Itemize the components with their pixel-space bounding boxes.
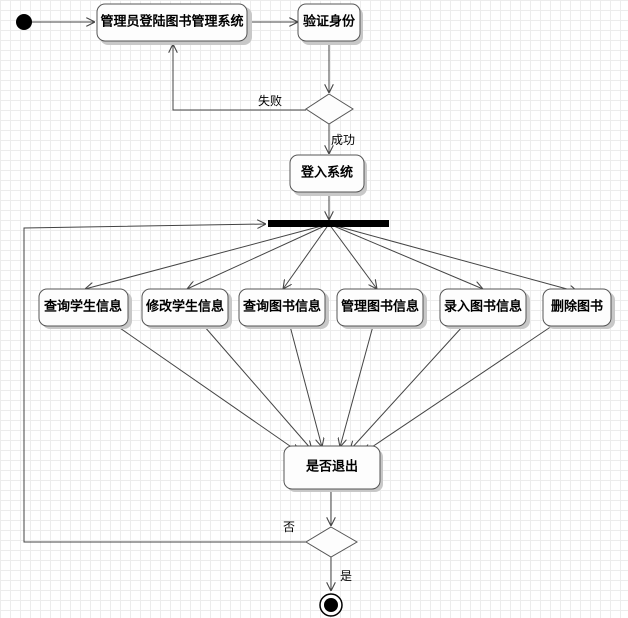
edge-fork-to-input-book bbox=[328, 223, 483, 289]
action-query-student: 查询学生信息 bbox=[38, 288, 132, 329]
action-query-student-label: 查询学生信息 bbox=[43, 299, 122, 315]
edge-fail-loop bbox=[173, 44, 306, 111]
fork-bar bbox=[268, 220, 389, 227]
label-success: 成功 bbox=[331, 133, 355, 147]
edges bbox=[23, 22, 578, 591]
edge-fork-to-modify-student bbox=[187, 223, 330, 289]
action-login: 管理员登陆图书管理系统 bbox=[96, 3, 252, 45]
action-query-book-label: 查询图书信息 bbox=[242, 299, 321, 315]
final-node bbox=[319, 593, 343, 617]
action-verify-label: 验证身份 bbox=[303, 14, 356, 30]
edge-delete-book-to-exit bbox=[363, 325, 553, 453]
action-delete-book: 删除图书 bbox=[542, 288, 615, 329]
action-exit-check-label: 是否退出 bbox=[305, 459, 358, 475]
decision-verify bbox=[305, 93, 354, 125]
edge-modify-student-to-exit bbox=[203, 325, 312, 450]
label-yes: 是 bbox=[340, 569, 352, 583]
action-exit-check: 是否退出 bbox=[283, 445, 383, 492]
initial-node bbox=[16, 14, 32, 30]
edge-fork-to-query-student bbox=[85, 223, 330, 289]
edge-query-book-to-exit bbox=[289, 325, 322, 447]
edge-input-book-to-exit bbox=[350, 325, 464, 450]
edge-fork-to-manage-book bbox=[328, 223, 377, 289]
edge-manage-book-to-exit bbox=[340, 325, 374, 447]
action-input-book: 录入图书信息 bbox=[439, 288, 530, 329]
action-delete-book-label: 删除图书 bbox=[551, 299, 603, 315]
edge-no-loop bbox=[23, 224, 306, 543]
action-verify: 验证身份 bbox=[297, 3, 363, 45]
label-fail: 失败 bbox=[258, 93, 282, 108]
label-no: 否 bbox=[283, 520, 295, 534]
action-modify-student: 修改学生信息 bbox=[141, 288, 232, 329]
action-query-book: 查询图书信息 bbox=[238, 288, 329, 329]
action-enter: 登入系统 bbox=[289, 154, 367, 196]
edge-fork-to-query-book bbox=[283, 223, 330, 289]
action-modify-student-label: 修改学生信息 bbox=[145, 299, 224, 315]
edge-query-student-to-exit bbox=[116, 325, 300, 453]
decision-exit bbox=[305, 526, 359, 558]
edge-fork-to-delete-book bbox=[328, 223, 578, 292]
action-input-book-label: 录入图书信息 bbox=[444, 299, 522, 315]
action-manage-book: 管理图书信息 bbox=[336, 288, 427, 329]
action-enter-label: 登入系统 bbox=[300, 165, 353, 181]
action-manage-book-label: 管理图书信息 bbox=[341, 299, 419, 315]
action-login-label: 管理员登陆图书管理系统 bbox=[100, 14, 243, 30]
